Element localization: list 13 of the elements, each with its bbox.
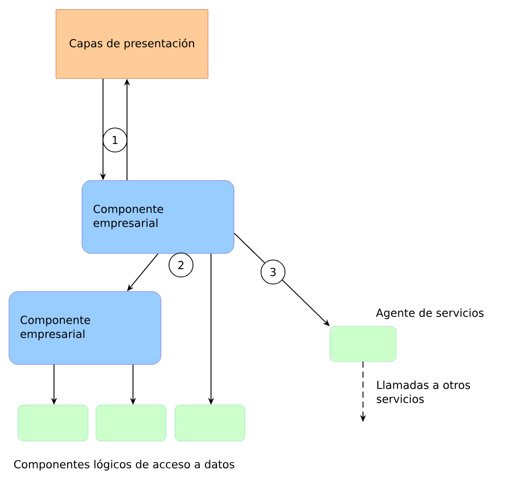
callout-number: 2 [168,252,194,278]
component-caption: Agente de servicios [376,308,484,320]
callout-number: 3 [260,260,286,284]
component-box [174,404,246,442]
component-box [330,326,396,362]
component-box: Componente empresarial [8,291,162,365]
component-box [96,404,166,442]
component-box: Componente empresarial [82,180,234,254]
component-box [18,404,88,442]
layer-box: Capas de presentación [56,9,208,79]
callout-number: 1 [102,128,128,152]
edge-label: Llamadas a otros servicios [376,380,470,404]
group-caption: Componentes lógicos de acceso a datos [14,459,234,471]
